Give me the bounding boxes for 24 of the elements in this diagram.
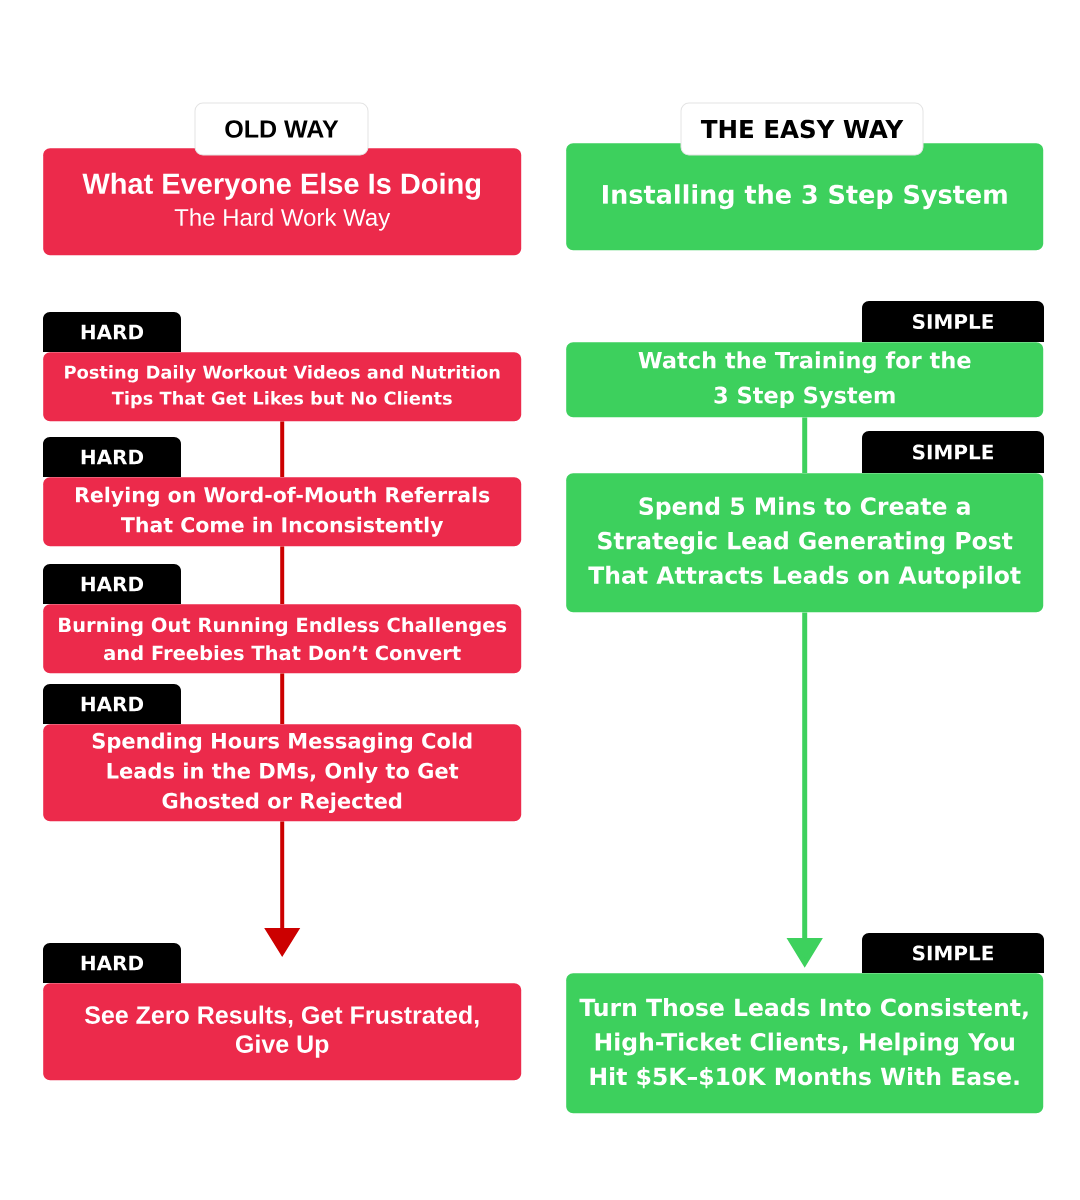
heading-tab: THE EASY WAY [680,102,924,156]
tab-label: SIMPLE [862,933,1044,973]
step-box: Spending Hours Messaging Cold Leads in the DMs, Only to Get Ghosted or Rejected [43,724,522,822]
tab-label: SIMPLE [862,431,1044,473]
tab-label: HARD [43,943,181,983]
step-box: Burning Out Running Endless Challenges and Freebies That Don’t Convert [43,604,522,674]
header-box: What Everyone Else Is Doing The Hard Work Way [43,148,522,256]
step-box: Posting Daily Workout Videos and Nutrition Tips That Get Likes but No Clients [43,352,522,422]
heading-tab: OLD WAY [194,102,369,156]
step-box: Spend 5 Mins to Create a Strategic Lead Generating Post That Attracts Leads on Autopilot [566,473,1044,613]
result-box: See Zero Results, Get Frustrated, Give Up [43,983,522,1081]
tab-label: HARD [43,684,181,724]
connector-line [280,673,285,724]
connector-line [280,546,285,604]
tab-label: HARD [43,437,181,477]
tab-label: HARD [43,564,181,604]
tab-label: HARD [43,312,181,352]
step-box: Relying on Word-of-Mouth Referrals That Come in Inconsistently [43,477,522,547]
connector-line [280,421,285,477]
connector-line [802,417,808,473]
step-box: Watch the Training for the 3 Step System [566,342,1044,418]
tab-label: SIMPLE [862,301,1044,342]
result-box: Turn Those Leads Into Consistent, High-Ticket Clients, Helping You Hit $5K–$10K Months With Ease. [566,973,1044,1114]
header-box: Installing the 3 Step System [566,143,1044,251]
